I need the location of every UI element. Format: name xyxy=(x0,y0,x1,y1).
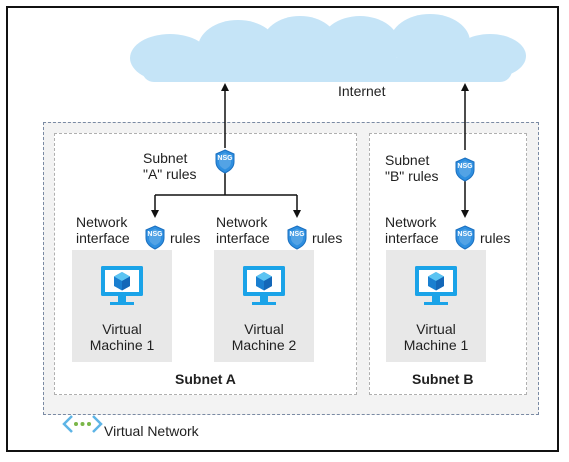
nic-a1-rules-label: rules xyxy=(170,230,201,246)
nic-a1-label-line1: Network xyxy=(76,214,128,230)
vm-a1-label-line1: Virtual xyxy=(102,321,142,337)
vm-b1-label-line1: Virtual xyxy=(416,321,456,337)
vm-a2-label-line2: Machine 2 xyxy=(231,337,297,353)
vm-a2-icon xyxy=(243,266,285,305)
vm-b1-label-line2: Machine 1 xyxy=(403,337,469,353)
subnet-a-title: Subnet A xyxy=(175,371,236,387)
subnet-b-rules-line1: Subnet xyxy=(385,152,430,168)
nic-a2-nsg-text: NSG xyxy=(289,231,305,238)
internet-label: Internet xyxy=(338,83,386,99)
nic-b1-label-line1: Network xyxy=(385,214,437,230)
vm-b1-icon xyxy=(415,266,457,305)
subnet-a-nsg-text: NSG xyxy=(217,155,233,162)
vm-a1-icon xyxy=(101,266,143,305)
vm-a1-label-line2: Machine 1 xyxy=(89,337,155,353)
subnet-b-rules-line2: "B" rules xyxy=(385,168,439,184)
vm-a2-label-line1: Virtual xyxy=(244,321,284,337)
nic-a2-rules-label: rules xyxy=(312,230,343,246)
subnet-a-rules-line2: "A" rules xyxy=(143,166,197,182)
internet-cloud xyxy=(130,14,526,82)
nic-b1-rules-label: rules xyxy=(480,230,511,246)
virtual-network-label: Virtual Network xyxy=(104,423,199,439)
subnet-a-rules-line1: Subnet xyxy=(143,150,188,166)
nic-b1-label-line2: interface xyxy=(385,230,439,246)
nic-b1-nsg-text: NSG xyxy=(457,231,473,238)
subnet-b-title: Subnet B xyxy=(412,371,474,387)
nic-a2-label-line1: Network xyxy=(216,214,268,230)
nic-a2-label-line2: interface xyxy=(216,230,270,246)
nic-a1-nsg-text: NSG xyxy=(147,231,163,238)
virtual-network-icon xyxy=(62,415,103,433)
nic-a1-label-line2: interface xyxy=(76,230,130,246)
subnet-b-nsg-text: NSG xyxy=(457,163,473,170)
